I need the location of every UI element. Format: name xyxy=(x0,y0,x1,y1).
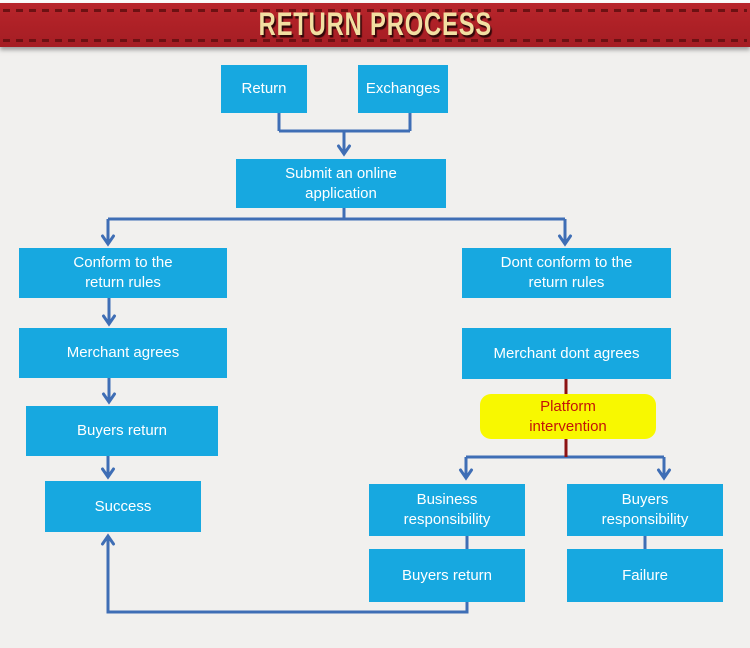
node-success: Success xyxy=(45,481,201,532)
node-merchant-agrees: Merchant agrees xyxy=(19,328,227,378)
node-return: Return xyxy=(221,65,307,113)
connector-top-join xyxy=(277,113,412,133)
node-buyers-responsibility: Buyers responsibility xyxy=(567,484,723,536)
connector-main-split xyxy=(108,208,565,221)
stitch-line-top xyxy=(3,9,747,12)
node-business-responsibility: Business responsibility xyxy=(369,484,525,536)
node-submit-application: Submit an online application xyxy=(236,159,446,208)
node-conform-rules: Conform to the return rules xyxy=(19,248,227,298)
node-buyers-return-left: Buyers return xyxy=(26,406,218,456)
node-dont-conform-rules: Dont conform to the return rules xyxy=(462,248,671,298)
node-failure: Failure xyxy=(567,549,723,602)
stitch-line-bottom xyxy=(3,39,747,42)
node-platform-intervention: Platform intervention xyxy=(480,394,656,439)
node-exchanges: Exchanges xyxy=(358,65,448,113)
page-title: RETURN PROCESS xyxy=(258,6,492,43)
node-buyers-return-right: Buyers return xyxy=(369,549,525,602)
node-merchant-dont-agree: Merchant dont agrees xyxy=(462,328,671,379)
top-strip xyxy=(0,0,750,3)
header-banner: RETURN PROCESS xyxy=(0,3,750,47)
